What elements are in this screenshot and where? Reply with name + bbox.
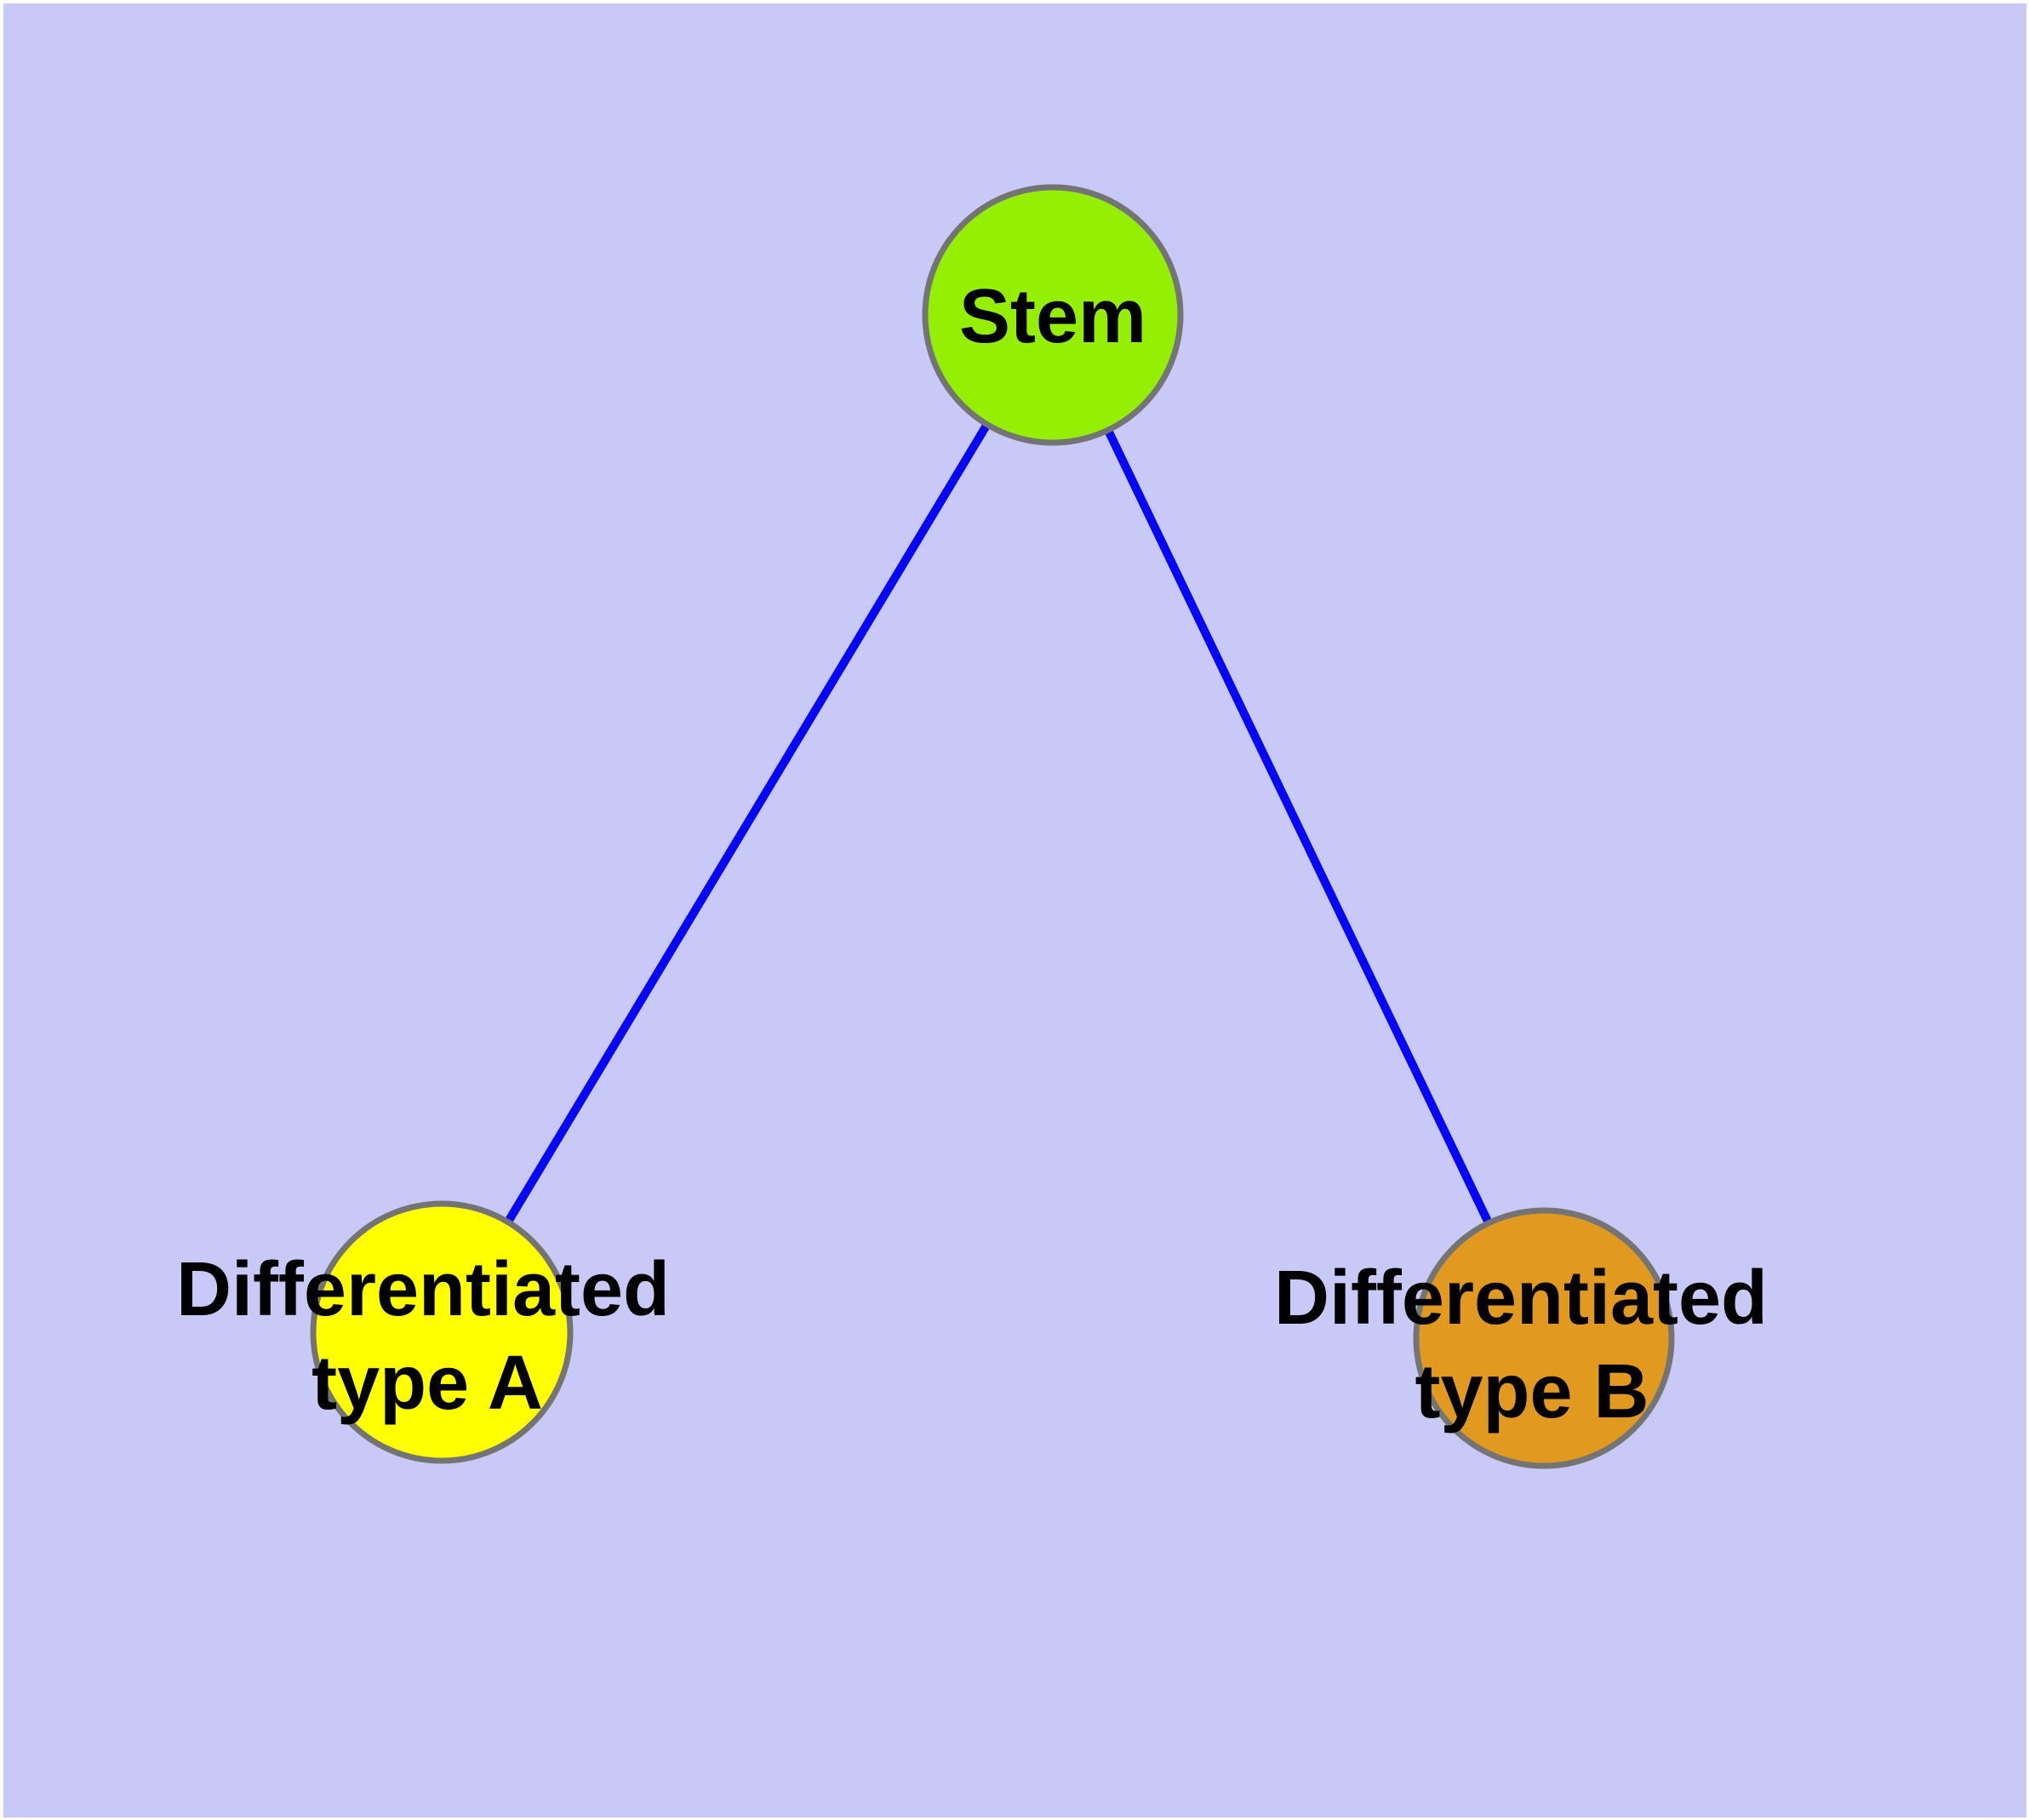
node-type-a-label-line2: type A (311, 1341, 543, 1426)
node-stem-label: Stem (959, 274, 1146, 359)
node-type-b-label-line1: Differentiated (1274, 1256, 1768, 1341)
edge-stem-to-type-a (437, 312, 1057, 1335)
node-stem (922, 184, 1184, 446)
node-type-a (310, 1200, 574, 1464)
node-type-b (1413, 1207, 1675, 1469)
node-type-b-label-line2: type B (1415, 1349, 1649, 1434)
edge-stem-to-type-b (1049, 312, 1548, 1341)
node-type-a-label-line1: Differentiated (176, 1247, 670, 1332)
